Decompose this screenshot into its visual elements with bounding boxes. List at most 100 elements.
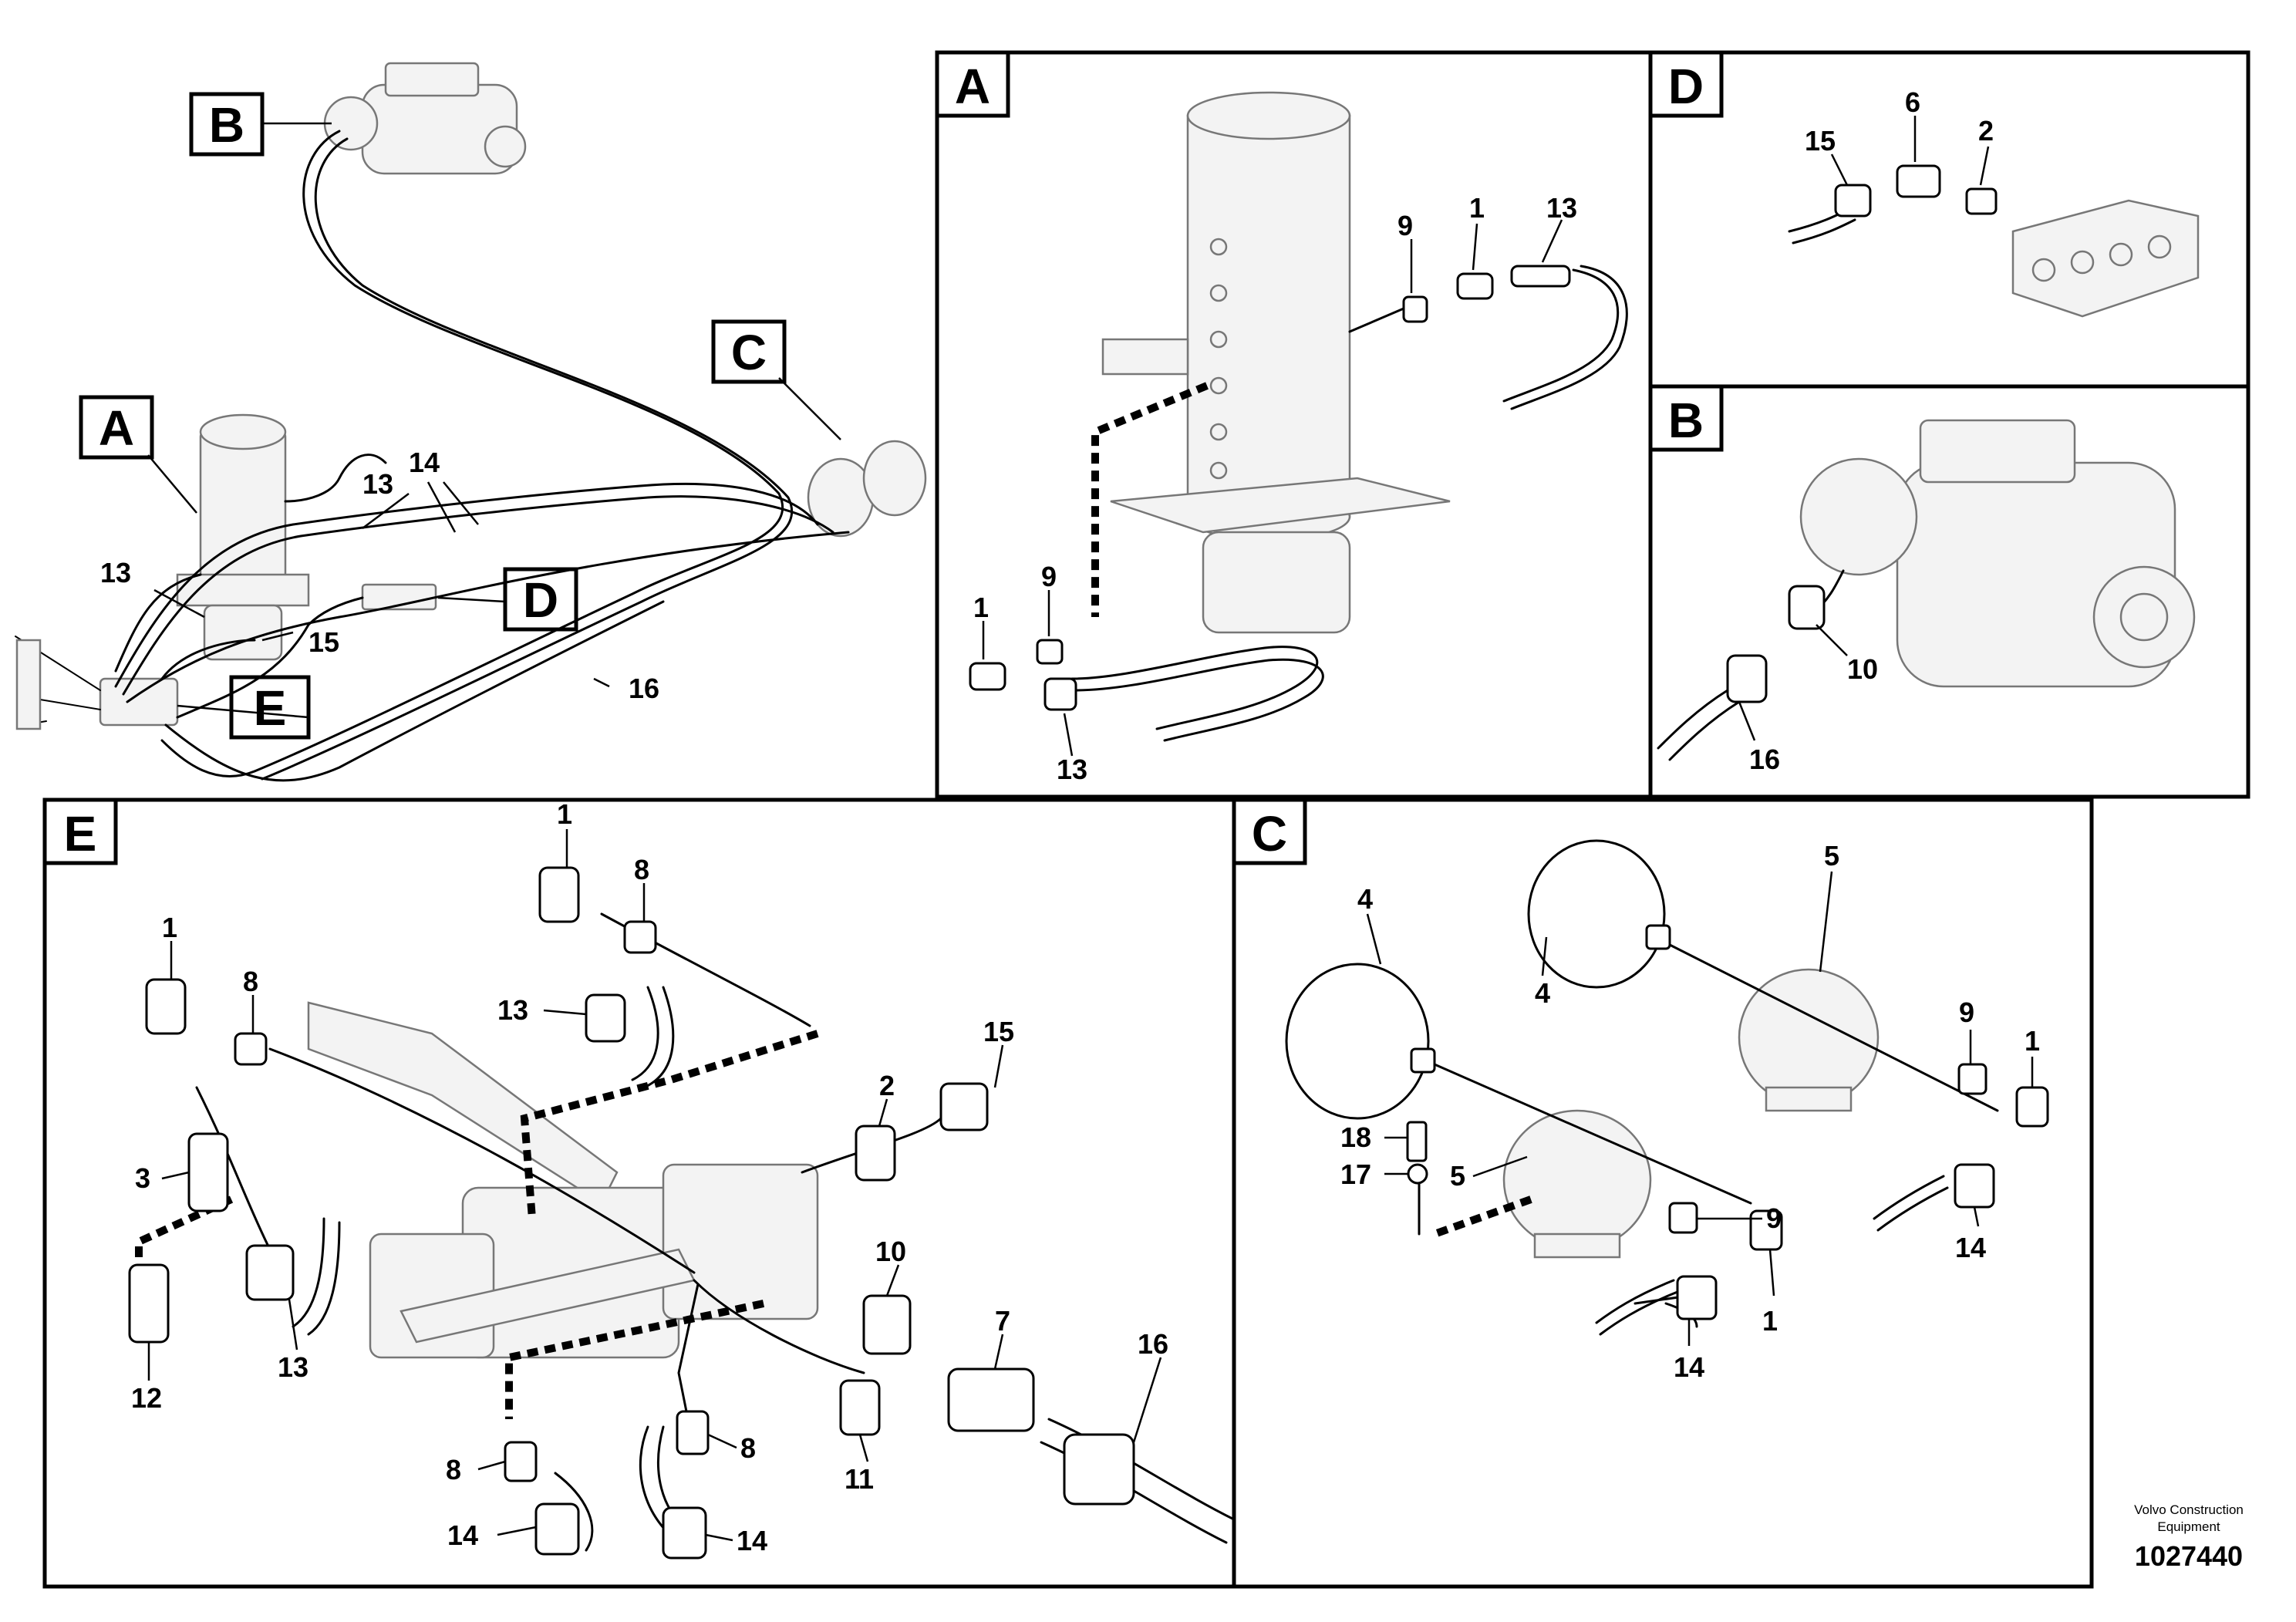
d-fitting-15 [1834,184,1872,218]
swivel-joint [1101,91,1451,634]
c-hose-end-14b [1954,1163,1995,1209]
pump-detail [1799,419,2196,688]
clamps [1502,968,1880,1259]
e-label-12: 12 [131,1382,162,1414]
callout-e: E [254,680,287,736]
ov-label-13a: 13 [362,468,393,500]
a-label-13b: 13 [1057,754,1087,785]
c-washer-17 [1407,1163,1428,1185]
panel-e-numbers: 1 8 1 8 13 3 12 13 15 2 10 7 11 16 8 8 1… [131,798,1168,1556]
e-adapter-8a [234,1032,268,1066]
callout-b: B [209,97,244,153]
e-label-15: 15 [983,1016,1014,1047]
c-label-18: 18 [1340,1121,1371,1153]
e-plug-11 [839,1379,881,1436]
c-hose-end-14a [1676,1275,1718,1320]
panel-c-frame [1232,798,2094,1589]
c-label-9a: 9 [1959,996,1974,1028]
c-label-14a: 14 [1674,1351,1704,1383]
panel-c-title: C [1252,806,1287,862]
panel-e-leaders [147,829,1162,1542]
e-label-14b: 14 [737,1525,767,1556]
e-adapter-8d [676,1410,710,1455]
b-fitting-10 [1788,585,1826,630]
panel-c-leaders [1366,871,2034,1346]
b-label-10: 10 [1847,653,1878,685]
e-hose-end-16 [1063,1433,1135,1506]
clamp-5a [1502,1109,1652,1251]
panel-b-frame [1648,384,2250,799]
brand-line-1: Volvo Construction [2134,1502,2244,1517]
e-tee-7 [947,1367,1035,1432]
e-hose-end-13a [585,993,626,1043]
panel-c-lines [1418,943,1999,1336]
d-valve-block [2011,199,2200,318]
e-label-10: 10 [875,1236,906,1267]
c-label-14b: 14 [1955,1232,1986,1263]
overview-drawing: B A C D E 13 14 13 15 16 [15,62,927,782]
c-elbow-1b [1749,1209,1783,1251]
panel-a-title: A [955,59,990,114]
ov-label-16: 16 [629,673,659,704]
e-label-8a: 8 [243,966,258,997]
d-fitting-6 [1896,164,1941,198]
e-label-16: 16 [1138,1328,1168,1360]
e-label-2: 2 [879,1070,895,1101]
e-label-14a: 14 [447,1519,478,1551]
panel-b: B 10 16 [1648,384,2196,775]
overview-leaders [147,122,841,719]
e-adapter-8c [504,1441,538,1482]
panel-a-fittings [969,265,1571,711]
a-label-1b: 1 [973,592,989,623]
d-fitting-2 [1965,187,1998,215]
a-label-1a: 1 [1469,192,1485,224]
callout-d: D [523,572,558,628]
overview-numbers: 13 14 13 15 16 [100,447,659,704]
ov-label-15: 15 [308,626,339,658]
panel-e: E [42,798,1236,1560]
drawing-number: 1027440 [2135,1540,2243,1572]
e-label-13a: 13 [497,994,528,1026]
accumulators-overview [807,440,927,538]
e-tee-3 [187,1132,229,1212]
e-hose-end-15 [939,1082,989,1131]
c-adapter-9b [1668,1202,1698,1234]
panel-c-fittings [1406,1063,2049,1320]
e-hose-end-14a [534,1502,580,1556]
ov-label-14: 14 [409,447,440,478]
b-label-16: 16 [1749,744,1780,775]
c-label-4a: 4 [1357,883,1373,915]
e-label-3: 3 [135,1162,150,1194]
overview-callout-boxes: B A C D E [79,92,787,740]
c-label-1a: 1 [2025,1025,2040,1057]
ov-label-13b: 13 [100,557,131,588]
e-label-13b: 13 [278,1351,308,1383]
e-hose-end-13b [245,1244,295,1301]
panel-d: D 15 6 2 [1648,50,2200,318]
e-label-1b: 1 [557,798,572,830]
brand-line-2: Equipment [2157,1519,2220,1534]
accumulator-4a [1285,963,1430,1120]
callout-a: A [99,400,134,456]
panel-d-title: D [1668,59,1704,114]
panel-a: A [935,50,1628,785]
c-adapter-9a [1957,1063,1988,1095]
c-elbow-1a [2015,1086,2049,1128]
e-adapter-10 [862,1294,912,1355]
accumulators-detail [1285,839,1671,1120]
callout-c: C [731,325,767,380]
panel-c: C [1232,798,2049,1383]
d-label-2: 2 [1978,115,1994,147]
e-plug-12 [128,1263,170,1344]
e-label-1a: 1 [162,912,177,943]
a-label-9a: 9 [1397,210,1413,241]
e-adapter-2 [855,1125,896,1182]
c-label-5b: 5 [1450,1160,1465,1192]
panel-e-title: E [64,806,97,862]
d-label-15: 15 [1805,125,1836,157]
d-label-6: 6 [1905,86,1920,118]
e-label-7: 7 [995,1305,1010,1337]
panel-c-numbers: 4 5 4 9 1 18 5 17 9 14 1 14 [1340,840,2040,1383]
valve-overview [15,636,179,730]
e-label-8b: 8 [634,854,649,885]
